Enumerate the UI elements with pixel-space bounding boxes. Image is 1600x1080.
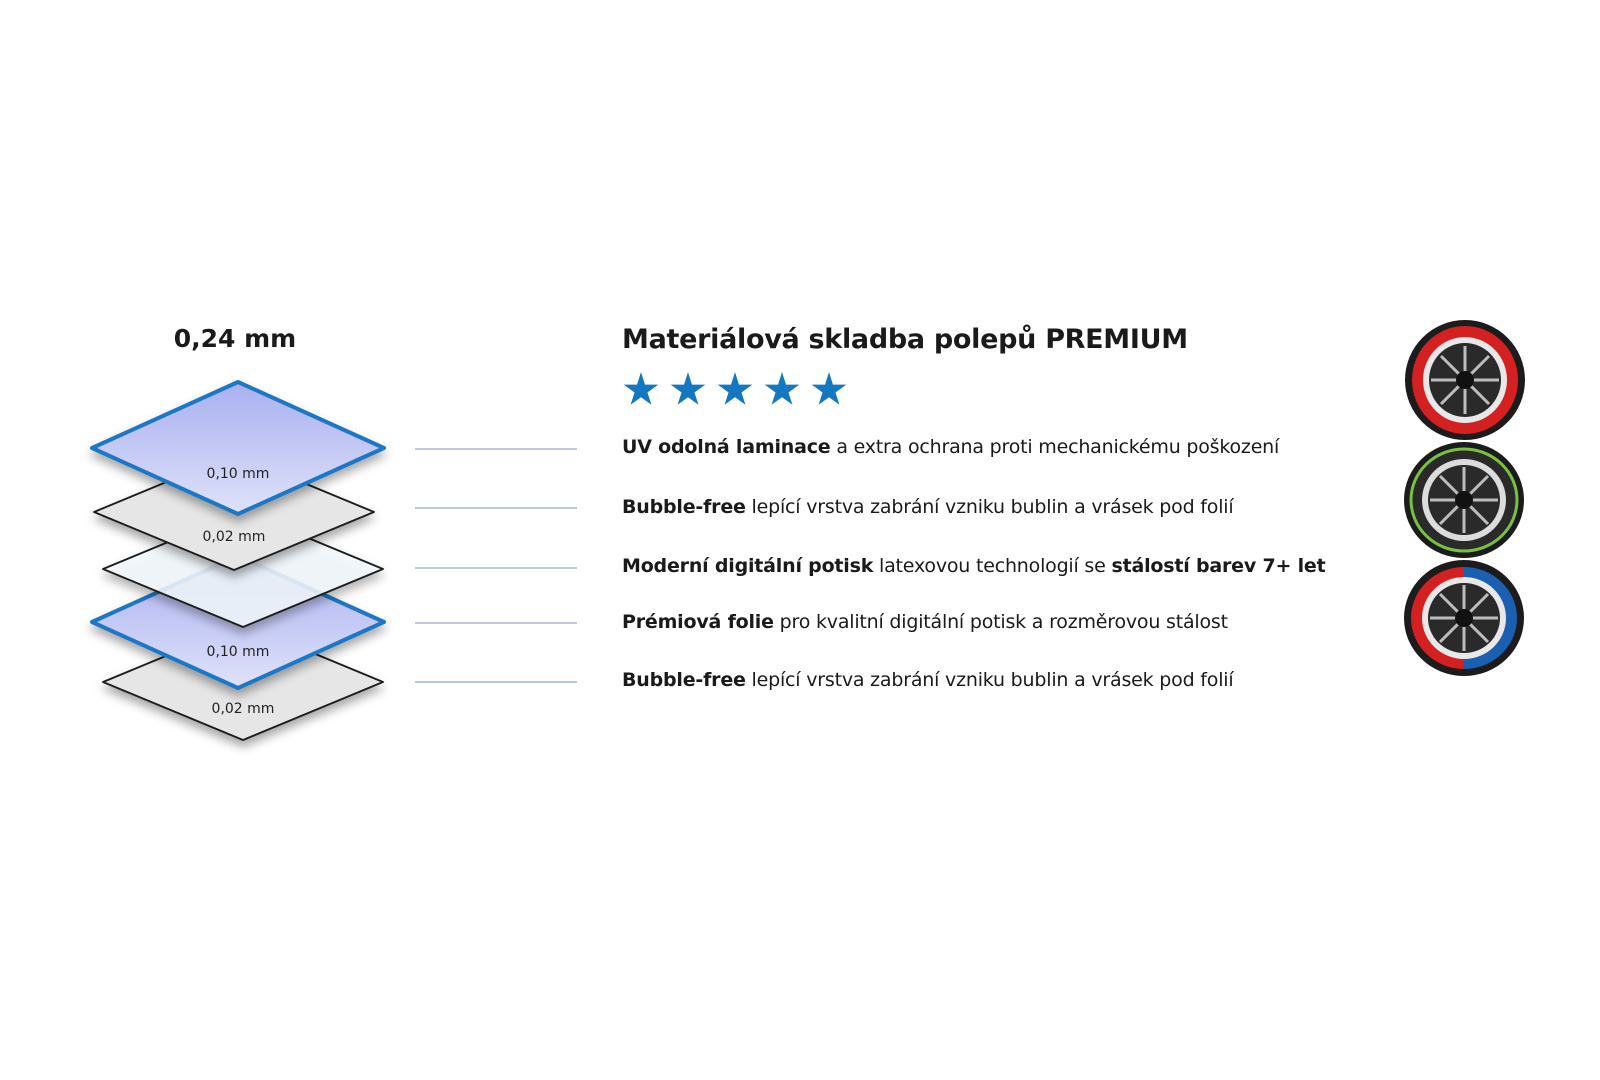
feature-item-uv-laminate: UV odolná laminace a extra ochrana proti… xyxy=(622,436,1280,458)
star-icon xyxy=(670,372,706,405)
star-icon xyxy=(764,372,800,405)
feature-item-bubble-free: Bubble-free lepící vrstva zabrání vzniku… xyxy=(622,496,1234,518)
layer-2-thickness-label: 0,02 mm xyxy=(203,529,266,545)
rating-stars xyxy=(623,372,847,408)
layer-5-thickness-label: 0,02 mm xyxy=(212,701,275,717)
layer-1-thickness-label: 0,10 mm xyxy=(207,466,270,482)
wheel-red-icon xyxy=(1405,320,1525,440)
layer-1-shape xyxy=(90,380,386,516)
star-icon xyxy=(623,372,659,405)
feature-item-digital-print: Moderní digitální potisk latexovou techn… xyxy=(622,555,1326,577)
star-icon xyxy=(717,372,753,405)
page-title: Materiálová skladba polepů PREMIUM xyxy=(622,324,1188,355)
feature-item-premium-foil: Prémiová folie pro kvalitní digitální po… xyxy=(622,611,1228,633)
wheel-green-icon xyxy=(1404,442,1524,558)
star-icon xyxy=(811,372,847,405)
total-thickness-label: 0,24 mm xyxy=(173,324,297,353)
layer-4-thickness-label: 0,10 mm xyxy=(207,644,270,660)
feature-item-bubble-free-2: Bubble-free lepící vrstva zabrání vzniku… xyxy=(622,669,1234,691)
wheel-red-blue-icon xyxy=(1404,560,1524,676)
